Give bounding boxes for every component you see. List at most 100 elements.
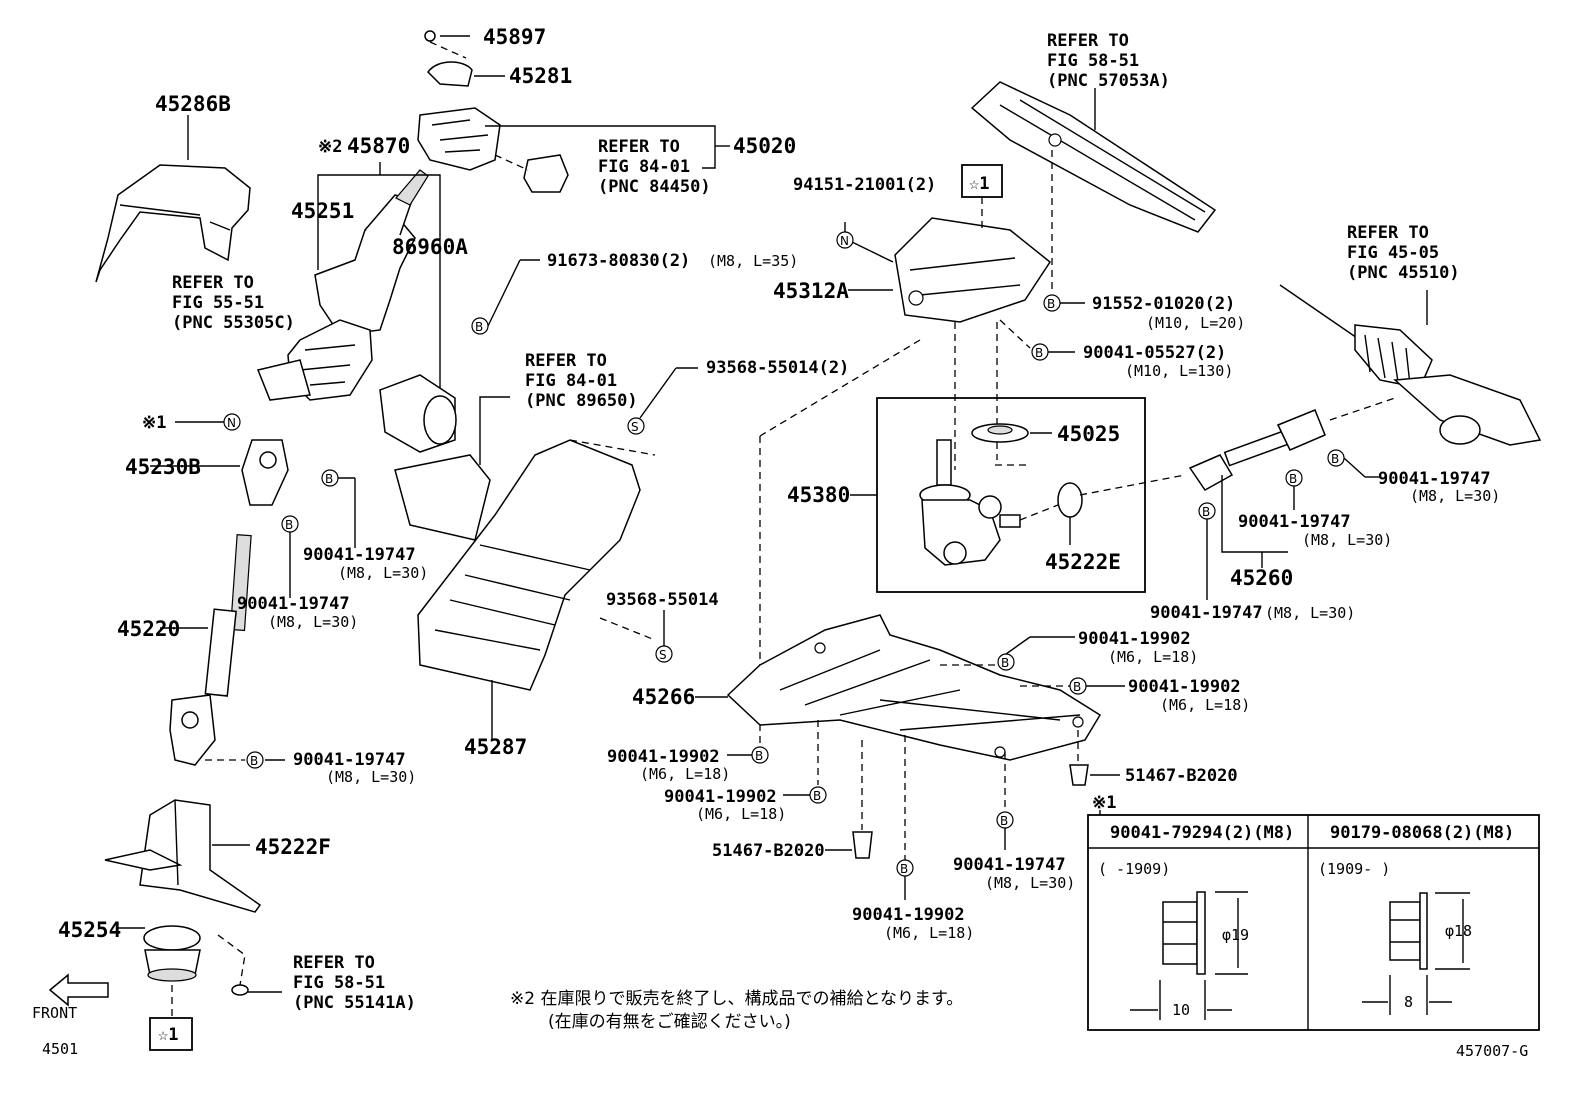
part-45266-under-cover	[726, 614, 1102, 761]
svg-text:(PNC 57053A): (PNC 57053A)	[1047, 71, 1170, 91]
label-45266: 45266	[632, 685, 695, 709]
svg-text:93568-55014: 93568-55014	[606, 590, 719, 610]
svg-text:FIG 55-51: FIG 55-51	[172, 293, 264, 313]
part-45312A-bracket	[894, 217, 1052, 323]
part-45230B-yoke	[241, 439, 289, 506]
svg-text:(M10, L=20): (M10, L=20)	[1146, 314, 1245, 332]
svg-text:REFER TO: REFER TO	[172, 273, 254, 293]
part-45510-steering-rack	[1279, 284, 1542, 446]
note2-japanese-line1: ※2 在庫限りで販売を終了し、構成品での補給となります。	[510, 989, 963, 1009]
svg-text:90041-05527(2): 90041-05527(2)	[1083, 343, 1226, 363]
part-45260-lower-shaft	[1188, 409, 1326, 491]
svg-text:B: B	[1073, 680, 1081, 694]
svg-text:B: B	[1331, 452, 1339, 466]
svg-text:(PNC 55141A): (PNC 55141A)	[293, 993, 416, 1013]
part-45251-steering-column	[256, 169, 429, 401]
svg-text:FIG 45-05: FIG 45-05	[1347, 243, 1439, 263]
svg-text:REFER TO: REFER TO	[525, 351, 607, 371]
svg-text:90041-19747: 90041-19747	[1238, 512, 1351, 532]
part-45287-lower-cover	[394, 439, 641, 691]
svg-text:REFER TO: REFER TO	[598, 137, 680, 157]
svg-text:B: B	[325, 472, 333, 486]
svg-text:B: B	[1000, 814, 1008, 828]
svg-text:8: 8	[1404, 993, 1413, 1011]
svg-text:91673-80830(2): 91673-80830(2)	[547, 251, 690, 271]
svg-text:B: B	[1289, 472, 1297, 486]
svg-text:(M8, L=30): (M8, L=30)	[985, 874, 1075, 892]
label-45220: 45220	[117, 617, 180, 641]
label-45260: 45260	[1230, 566, 1293, 590]
svg-text:90041-19747: 90041-19747	[1150, 603, 1263, 623]
part-51467-clip-a	[1069, 764, 1089, 786]
svg-text:B: B	[900, 862, 908, 876]
label-45222E: 45222E	[1045, 550, 1121, 574]
svg-text:91552-01020(2): 91552-01020(2)	[1092, 294, 1235, 314]
label-45312A: 45312A	[773, 279, 849, 303]
svg-text:FIG 58-51: FIG 58-51	[293, 973, 385, 993]
svg-text:90041-19902: 90041-19902	[1128, 677, 1241, 697]
part-45222E-washer	[1057, 482, 1083, 518]
svg-text:FIG 84-01: FIG 84-01	[525, 371, 617, 391]
label-45025: 45025	[1057, 422, 1120, 446]
svg-text:FIG 84-01: FIG 84-01	[598, 157, 690, 177]
svg-text:51467-B2020: 51467-B2020	[1125, 766, 1238, 786]
svg-text:B: B	[1001, 656, 1009, 670]
svg-text:(M8, L=30): (M8, L=30)	[1265, 604, 1355, 622]
svg-text:☆1: ☆1	[158, 1025, 178, 1045]
svg-text:(M6, L=18): (M6, L=18)	[884, 924, 974, 942]
label-45380: 45380	[787, 483, 850, 507]
svg-text:B: B	[1202, 505, 1210, 519]
svg-text:90041-19747: 90041-19747	[1378, 469, 1491, 489]
svg-text:(M6, L=18): (M6, L=18)	[1108, 648, 1198, 666]
svg-text:90041-19747: 90041-19747	[237, 594, 350, 614]
svg-text:10: 10	[1172, 1001, 1190, 1019]
part-labels: 45897 45281 45286B ※2 45870 45020 REFER …	[32, 25, 1528, 1060]
svg-text:S: S	[631, 420, 639, 434]
svg-text:90041-19902: 90041-19902	[1078, 629, 1191, 649]
svg-text:B: B	[813, 789, 821, 803]
part-45222F-cover	[104, 799, 262, 913]
svg-text:(1909- ): (1909- )	[1318, 860, 1390, 878]
column-cover-upper	[95, 164, 251, 283]
svg-text:B: B	[285, 518, 293, 532]
svg-text:(M10, L=130): (M10, L=130)	[1125, 362, 1233, 380]
part-45897-screw	[424, 30, 436, 42]
note2-japanese-line2: (在庫の有無をご確認ください。)	[548, 1012, 791, 1032]
svg-text:90041-19902: 90041-19902	[607, 747, 720, 767]
svg-text:B: B	[475, 320, 483, 334]
part-45380-gearbox	[919, 439, 1021, 566]
svg-text:B: B	[1047, 297, 1055, 311]
svg-text:(M8, L=30): (M8, L=30)	[338, 564, 428, 582]
part-45220-intermediate-shaft	[169, 534, 252, 766]
label-45222F: 45222F	[255, 835, 331, 859]
part-45254-grommet	[143, 925, 201, 982]
svg-text:(M6, L=18): (M6, L=18)	[1160, 696, 1250, 714]
part-57053A-crossmember	[970, 81, 1217, 233]
part-51467-clip-b	[852, 831, 873, 859]
svg-text:B: B	[1035, 346, 1043, 360]
label-45230B: 45230B	[125, 455, 201, 479]
svg-text:φ18: φ18	[1445, 922, 1472, 940]
label-45897: 45897	[483, 25, 546, 49]
note2-marker: ※2	[318, 137, 342, 157]
svg-text:N: N	[840, 234, 849, 248]
svg-text:N: N	[227, 416, 236, 430]
svg-text:(PNC 84450): (PNC 84450)	[598, 177, 711, 197]
part-45020-lock-housing	[417, 107, 569, 193]
table-col2-header: 90179-08068(2)(M8)	[1330, 823, 1514, 843]
svg-text:REFER TO: REFER TO	[1047, 31, 1129, 51]
front-label: FRONT	[32, 1004, 77, 1022]
note1-marker: ※1	[142, 413, 166, 433]
svg-text:(PNC 45510): (PNC 45510)	[1347, 263, 1460, 283]
svg-text:94151-21001(2): 94151-21001(2)	[793, 175, 936, 195]
svg-text:(M8, L=30): (M8, L=30)	[268, 613, 358, 631]
svg-text:90041-19747: 90041-19747	[303, 545, 416, 565]
svg-text:B: B	[250, 754, 258, 768]
svg-text:(M6, L=18): (M6, L=18)	[696, 805, 786, 823]
svg-text:(M8, L=35): (M8, L=35)	[708, 252, 798, 270]
label-45281: 45281	[509, 64, 572, 88]
svg-text:90041-19902: 90041-19902	[664, 787, 777, 807]
part-45025-seal	[971, 423, 1029, 443]
figure-code: 4501	[42, 1040, 78, 1058]
